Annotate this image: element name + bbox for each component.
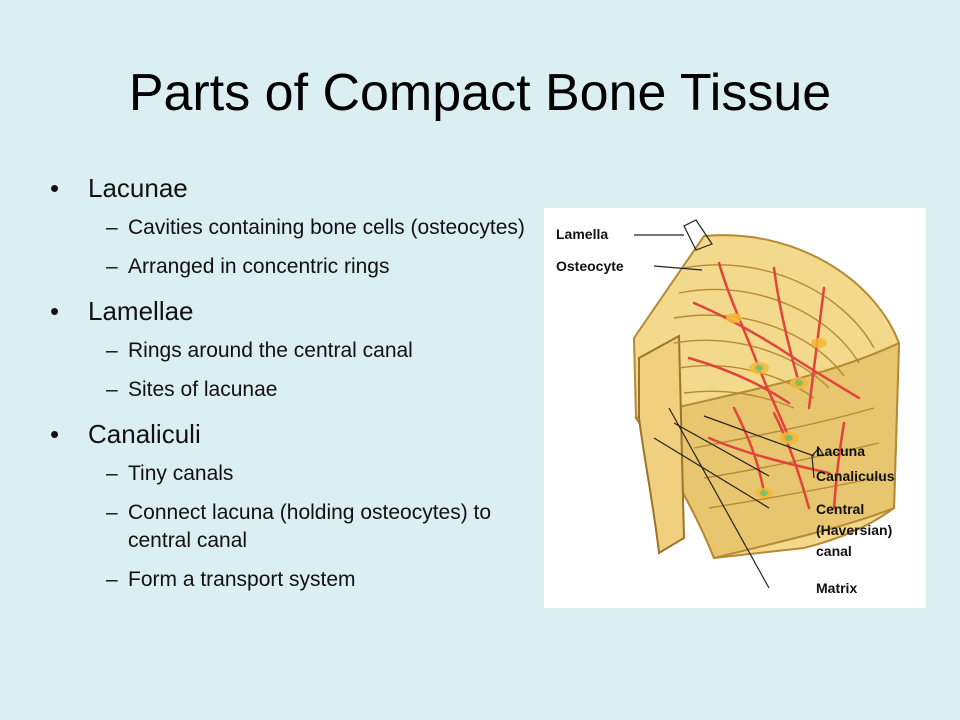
sub-item: – Sites of lacunae — [50, 376, 540, 404]
dash-marker: – — [106, 378, 118, 401]
dash-marker: – — [106, 501, 118, 524]
leader-lines — [634, 219, 825, 589]
label-osteocyte: Osteocyte — [556, 258, 624, 274]
sub-item: – Form a transport system — [50, 566, 540, 594]
label-canaliculus: Canaliculus — [816, 468, 895, 484]
sub-list-lamellae: – Rings around the central canal – Sites… — [50, 337, 540, 404]
compact-bone-figure: Lamella Osteocyte Lacuna Canaliculus Cen… — [544, 208, 926, 608]
sub-item-text: Sites of lacunae — [128, 378, 278, 401]
sub-item-text: Rings around the central canal — [128, 339, 413, 362]
label-central-1: Central — [816, 501, 864, 517]
bullet-label: Lamellae — [88, 296, 194, 326]
label-lamella: Lamella — [556, 226, 608, 242]
bullet-marker: • — [50, 296, 60, 326]
sub-item: – Rings around the central canal — [50, 337, 540, 365]
sub-list-canaliculi: – Tiny canals – Connect lacuna (holding … — [50, 460, 540, 594]
dash-marker: – — [106, 568, 118, 591]
sub-list-lacunae: – Cavities containing bone cells (osteoc… — [50, 214, 540, 281]
bullet-lacunae: • Lacunae — [50, 170, 540, 206]
dash-marker: – — [106, 462, 118, 485]
bone-slab-left — [638, 334, 686, 555]
bullet-marker: • — [50, 419, 60, 449]
label-central-2: (Haversian) — [816, 522, 892, 538]
dash-marker: – — [106, 216, 118, 239]
bullet-lamellae: • Lamellae — [50, 293, 540, 329]
bullet-label: Canaliculi — [88, 419, 201, 449]
slide-title: Parts of Compact Bone Tissue — [128, 64, 832, 122]
sub-item-text: Form a transport system — [128, 568, 356, 591]
label-central-3: canal — [816, 543, 852, 559]
sub-item-text: Connect lacuna (holding osteocytes) to c… — [128, 501, 492, 552]
bullet-list: • Lacunae – Cavities containing bone cel… — [50, 170, 540, 606]
sub-item-text: Arranged in concentric rings — [128, 255, 390, 278]
canaliculi-lines — [687, 261, 861, 510]
sub-item: – Cavities containing bone cells (osteoc… — [50, 214, 540, 242]
bullet-label: Lacunae — [88, 173, 188, 203]
sub-item-text: Cavities containing bone cells (osteocyt… — [128, 216, 525, 239]
label-matrix: Matrix — [816, 580, 857, 596]
sub-item-text: Tiny canals — [128, 462, 234, 485]
sub-item: – Connect lacuna (holding osteocytes) to… — [50, 499, 540, 555]
bullet-canaliculi: • Canaliculi — [50, 416, 540, 452]
dash-marker: – — [106, 255, 118, 278]
compact-bone-illustration: Lamella Osteocyte Lacuna Canaliculus Cen… — [556, 219, 901, 596]
label-lacuna: Lacuna — [816, 443, 865, 459]
sub-item: – Arranged in concentric rings — [50, 253, 540, 281]
osteocyte-cells — [755, 365, 803, 496]
sub-item: – Tiny canals — [50, 460, 540, 488]
dash-marker: – — [106, 339, 118, 362]
bullet-marker: • — [50, 173, 60, 203]
